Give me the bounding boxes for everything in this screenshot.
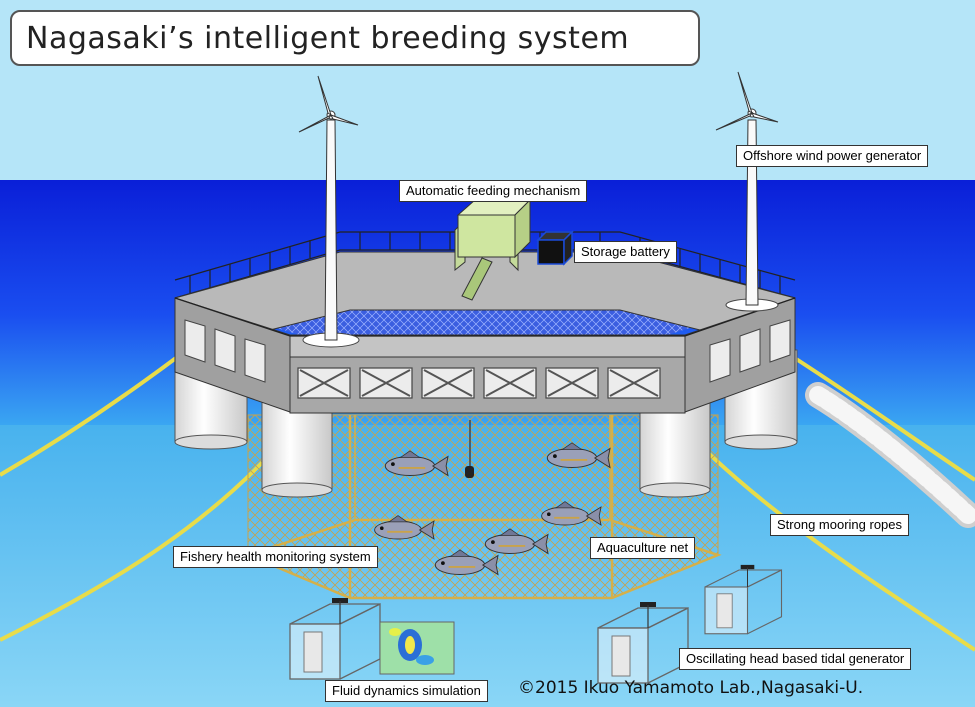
label-health-monitoring: Fishery health monitoring system	[173, 546, 378, 568]
fluid-simulation-image	[379, 621, 455, 675]
rope-sample	[805, 382, 975, 528]
title-box: Nagasaki’s intelligent breeding system	[10, 10, 700, 66]
label-automatic-feeding: Automatic feeding mechanism	[399, 180, 588, 202]
front-railing	[174, 297, 796, 337]
label-offshore-wind: Offshore wind power generator	[736, 145, 929, 167]
label-aquaculture-net: Aquaculture net	[590, 537, 696, 559]
copyright-text: ©2015 Ikuo Yamamoto Lab.,Nagasaki-U.	[518, 678, 864, 698]
health-sensor	[465, 466, 474, 478]
automatic-feeder	[454, 198, 532, 301]
wind-turbine-left	[298, 75, 360, 348]
label-tidal-generator: Oscillating head based tidal generator	[679, 648, 912, 670]
label-mooring-ropes: Strong mooring ropes	[770, 514, 910, 536]
storage-battery	[536, 230, 574, 266]
page-title: Nagasaki’s intelligent breeding system	[26, 20, 630, 56]
label-storage-battery: Storage battery	[574, 241, 677, 263]
label-fluid-simulation: Fluid dynamics simulation	[325, 680, 488, 702]
